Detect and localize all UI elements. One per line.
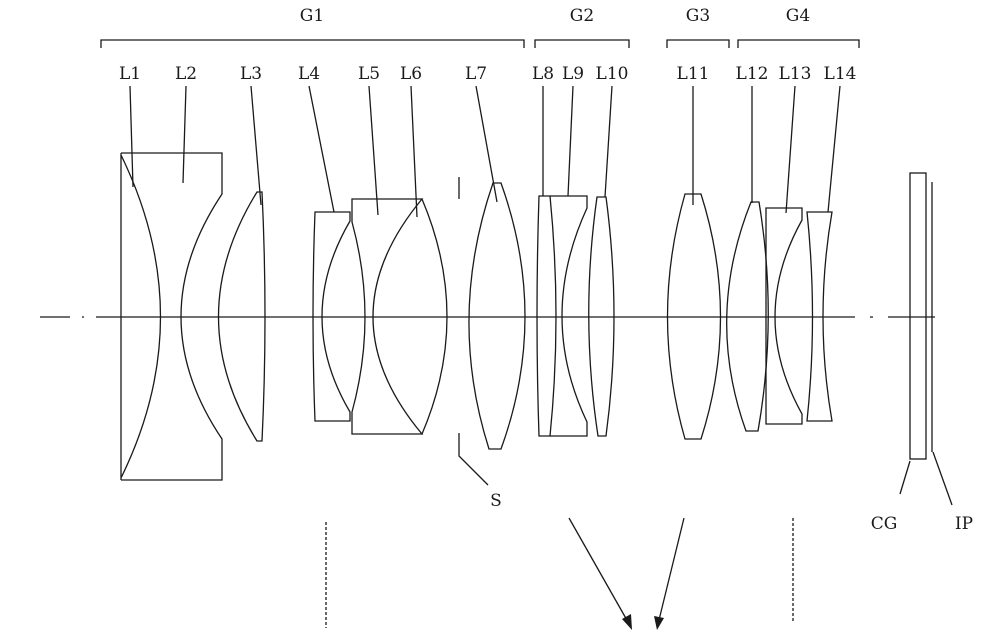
label-stop: S bbox=[490, 491, 502, 511]
lens-l7 bbox=[468, 182, 526, 450]
lens-l9 bbox=[550, 195, 588, 437]
label-l14: L14 bbox=[824, 64, 857, 84]
aperture-stop bbox=[458, 177, 489, 486]
label-l1: L1 bbox=[119, 64, 141, 84]
label-l2: L2 bbox=[175, 64, 197, 84]
label-g2: G2 bbox=[570, 6, 594, 26]
label-image-plane: IP bbox=[955, 514, 973, 534]
lens-l13 bbox=[765, 207, 803, 425]
bracket-g2 bbox=[534, 39, 630, 48]
label-g3: G3 bbox=[686, 6, 710, 26]
label-l7: L7 bbox=[465, 64, 487, 84]
group-brackets: G1 G2 G3 G4 bbox=[100, 6, 860, 48]
label-g4: G4 bbox=[786, 6, 810, 26]
label-l4: L4 bbox=[298, 64, 320, 84]
label-l9: L9 bbox=[562, 64, 584, 84]
lens-labels: L1 L2 L3 L4 L5 L6 L7 L8 L9 L10 L11 L12 L… bbox=[119, 64, 857, 84]
label-l8: L8 bbox=[532, 64, 554, 84]
label-l3: L3 bbox=[240, 64, 262, 84]
leader-lines bbox=[129, 85, 841, 218]
arrow-left bbox=[568, 517, 632, 630]
bracket-g1 bbox=[100, 39, 525, 48]
lens-l4 bbox=[312, 211, 351, 422]
bracket-g3 bbox=[666, 39, 730, 48]
arrow-right bbox=[654, 517, 685, 630]
lens-l14 bbox=[806, 211, 833, 422]
label-l5: L5 bbox=[358, 64, 380, 84]
label-l11: L11 bbox=[677, 64, 710, 84]
label-l13: L13 bbox=[779, 64, 812, 84]
bracket-g4 bbox=[737, 39, 860, 48]
label-l6: L6 bbox=[400, 64, 422, 84]
lens-l6 bbox=[421, 198, 448, 435]
label-l10: L10 bbox=[596, 64, 629, 84]
lens-l10 bbox=[588, 196, 615, 437]
lens-l11 bbox=[666, 193, 722, 440]
lens-l2 bbox=[121, 152, 223, 481]
label-g1: G1 bbox=[300, 6, 324, 26]
lens-l8 bbox=[536, 195, 557, 437]
cover-glass bbox=[909, 172, 927, 460]
label-l12: L12 bbox=[736, 64, 769, 84]
lens-l3 bbox=[217, 191, 266, 442]
lens-l1 bbox=[120, 153, 162, 480]
label-cover-glass: CG bbox=[871, 514, 898, 534]
cg-ip-leaders bbox=[899, 451, 953, 506]
